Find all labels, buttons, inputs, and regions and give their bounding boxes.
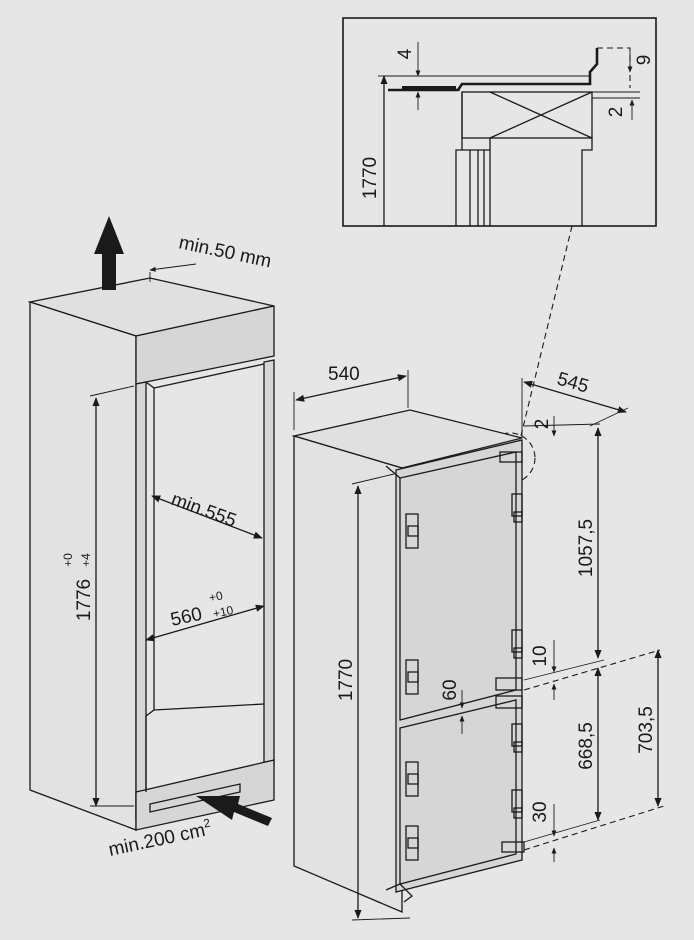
dim-540-ext [293, 370, 409, 430]
label-560-tol-lower: +10 [212, 603, 235, 621]
label-gap-bottom: 30 [530, 801, 551, 822]
fridge-front-frame [395, 439, 523, 893]
fridge-foot [399, 883, 413, 903]
fridge-edges [385, 465, 401, 891]
dim-bottom-ext [523, 819, 601, 843]
label-hinge-offset: 60 [440, 679, 461, 700]
niche-interior-top [153, 363, 265, 389]
dim-1770-ext [351, 473, 411, 921]
detail-leader [517, 225, 573, 449]
hinge-middle-bottom [495, 695, 523, 709]
vent-up-arrow-icon [94, 216, 124, 290]
niche-front-header [135, 305, 275, 385]
niche-plinth [135, 759, 275, 831]
label-upper-door: 1057,5 [576, 519, 597, 577]
dim-540-line [295, 374, 407, 402]
label-gap-top: 2 [532, 419, 553, 430]
bracket-upper-left-2 [405, 659, 419, 695]
detail-label-1770: 1770 [360, 157, 381, 199]
hinge-set [405, 451, 525, 861]
label-560-tol-upper: +0 [208, 588, 225, 605]
label-lower-section: 703,5 [636, 706, 657, 754]
dim-bottom-dashed [523, 805, 665, 851]
dim-gap-top-ext [523, 423, 601, 427]
detail-label-2: 2 [606, 107, 627, 118]
detail-ref-2 [592, 91, 640, 99]
detail-left-step [455, 138, 463, 226]
label-lower-door: 668,5 [576, 722, 597, 770]
fridge-left-side [293, 435, 403, 913]
detail-strip [402, 86, 456, 91]
niche-interior-floor [153, 703, 265, 711]
label-1776-tol-lower: +4 [79, 553, 93, 567]
bracket-lower-left-1 [405, 761, 419, 797]
bracket-lower-right-1 [511, 723, 523, 753]
label-1770: 1770 [336, 659, 357, 701]
detail-block-cross [489, 91, 593, 139]
detail-inset: 1770 4 9 2 [342, 17, 657, 227]
vent-in-arrow-icon [196, 796, 272, 826]
label-1776: 1776 [74, 579, 95, 621]
label-560: 560 [169, 604, 204, 631]
dim-545-line [523, 380, 627, 414]
niche-vent-slot [149, 783, 241, 813]
fridge-lower-door [399, 699, 517, 885]
label-gap-mid: 10 [530, 645, 551, 666]
bracket-upper-left-1 [405, 513, 419, 549]
bracket-lower-left-2 [405, 825, 419, 861]
label-min555: min.555 [168, 489, 239, 532]
niche-front-right-post [263, 359, 275, 769]
dim-545-ext [521, 378, 629, 438]
niche-front-left-post [135, 381, 147, 819]
detail-wall-layers [469, 150, 485, 226]
label-1776-tol-upper: +0 [61, 553, 75, 567]
hinge-top [499, 451, 523, 463]
detail-label-4: 4 [395, 48, 416, 59]
label-540: 540 [328, 364, 360, 385]
dim-mid-ext [523, 659, 605, 681]
fridge-appliance [291, 409, 523, 913]
detail-label-9: 9 [634, 55, 655, 66]
hinge-middle-top [495, 677, 523, 691]
bracket-upper-right-1 [511, 493, 523, 523]
hinge-bottom [501, 841, 525, 853]
detail-top-edge [388, 48, 599, 92]
detail-right-wall [489, 138, 593, 226]
dim-560-line [145, 604, 265, 642]
bracket-upper-right-2 [511, 629, 523, 659]
niche-interior-left [145, 381, 155, 717]
dim-min555-line [151, 495, 263, 539]
dim-min50-line [149, 263, 197, 272]
dim-mid-dashed [523, 649, 661, 691]
dim-1776-ext [89, 385, 135, 807]
detail-frame [342, 17, 657, 227]
detail-callout-circle [484, 432, 536, 484]
bracket-lower-right-2 [511, 789, 523, 819]
cabinet-niche [27, 277, 275, 831]
label-min50: min.50 mm [177, 232, 273, 272]
